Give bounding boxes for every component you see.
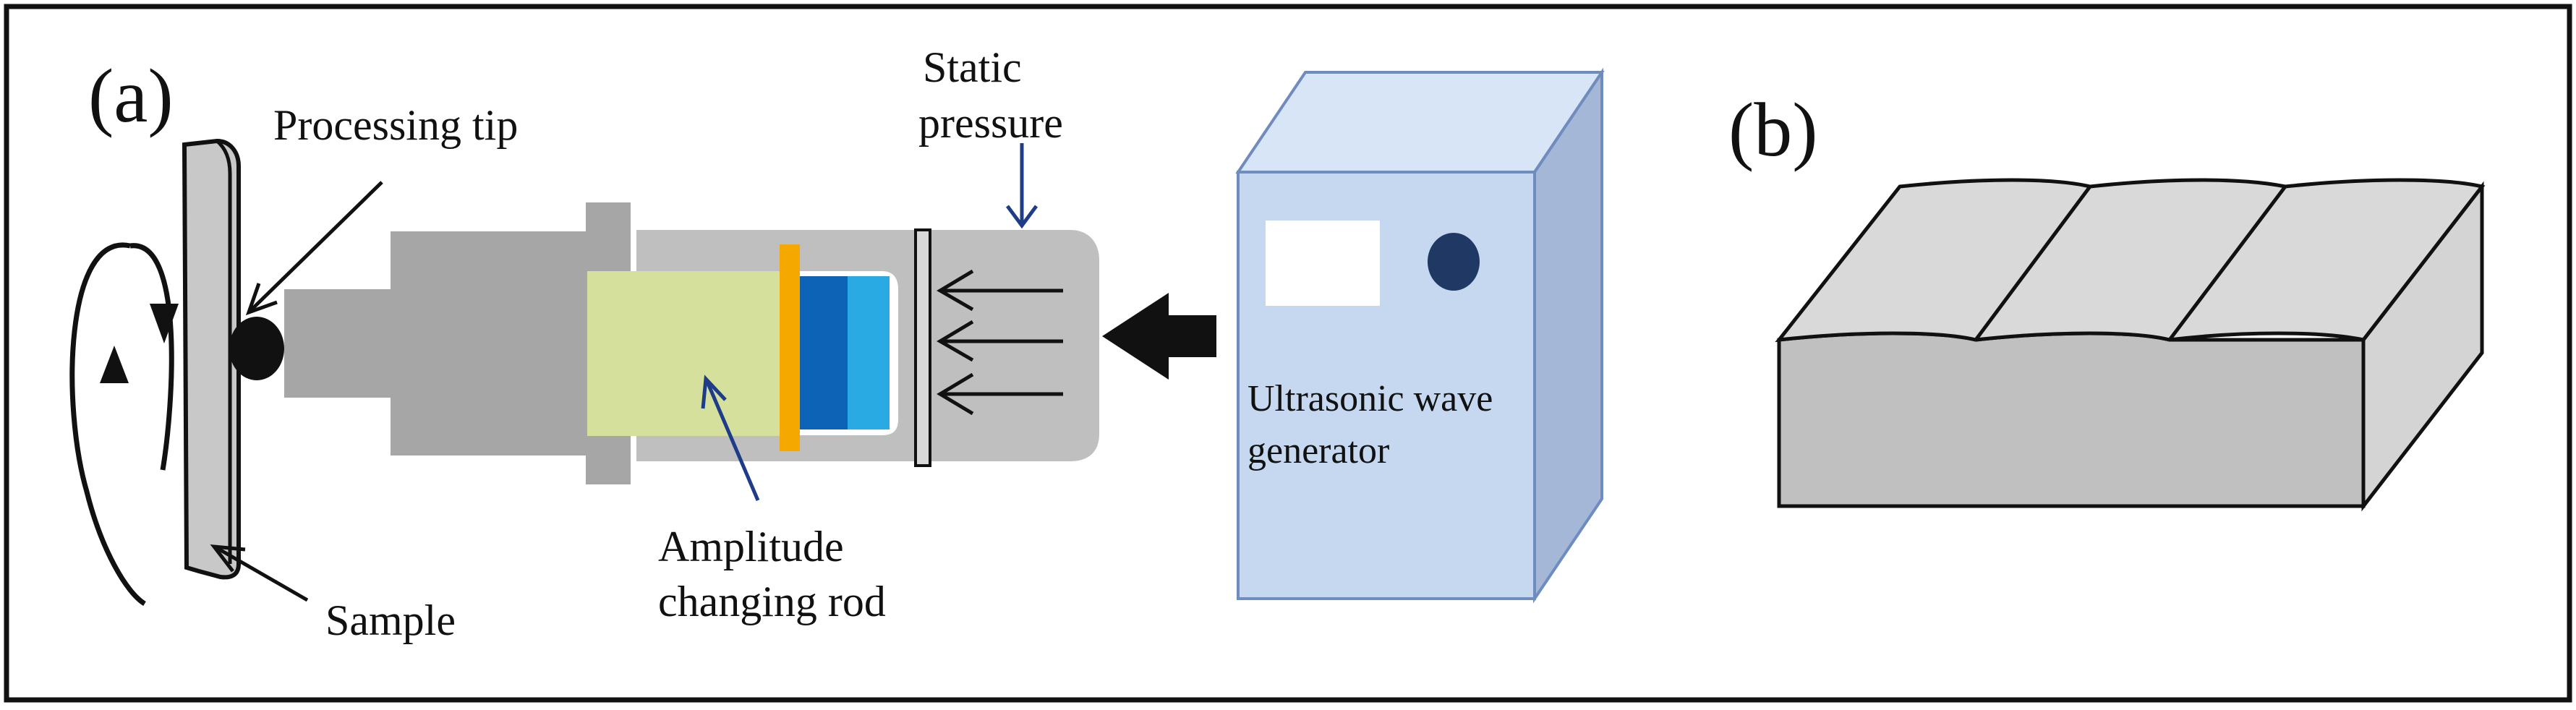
block-front-face [1777, 331, 2366, 508]
amplitude-rod-label-line2: changing rod [658, 578, 886, 625]
ultrasonic-wave-generator [1235, 67, 1605, 604]
processing-tip-ball [229, 317, 284, 380]
generator-label-line1: Ultrasonic wave [1248, 378, 1493, 419]
orange-ring [780, 244, 800, 451]
panel-a: (a) Processing tip Static pressure Ampli… [69, 43, 1605, 644]
block-groove-lines [1974, 185, 2287, 341]
piezo-stack [788, 271, 898, 435]
block-top-surface [1775, 178, 2486, 343]
panel-b: (b) [1728, 87, 2486, 512]
processing-tip-label: Processing tip [273, 101, 518, 149]
amplitude-rod-pointer [701, 375, 760, 501]
sample-pointer [210, 544, 309, 602]
generator-display-screen [1266, 221, 1380, 306]
generator-label-line2: generator [1248, 430, 1389, 471]
sample-label: Sample [325, 596, 456, 644]
panel-b-label: (b) [1728, 87, 1818, 172]
static-pressure-label-line1: Static [923, 43, 1022, 91]
amplitude-rod-label-line1: Amplitude [658, 523, 844, 570]
generator-to-housing-arrow [1102, 293, 1216, 380]
static-pressure-arrow [1005, 143, 1038, 229]
rotation-arrow [69, 242, 179, 606]
static-pressure-label-line2: pressure [918, 99, 1063, 147]
sample-disk [182, 138, 241, 580]
panel-a-label: (a) [88, 54, 174, 138]
generator-knob [1428, 233, 1480, 291]
processing-tip-pointer [245, 181, 383, 316]
pressure-arrows [937, 269, 1063, 416]
pressure-plate [914, 228, 931, 467]
amplitude-changing-rod [587, 271, 791, 436]
